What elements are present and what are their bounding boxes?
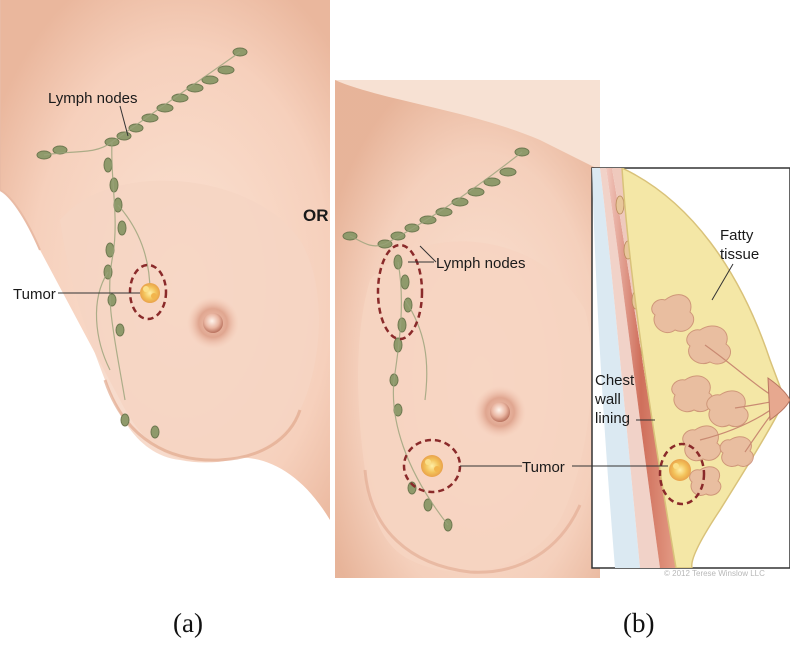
- lymph-nodes-label-middle: Lymph nodes: [436, 255, 526, 272]
- or-label: OR: [303, 206, 329, 225]
- chest-label-line3: lining: [595, 410, 630, 427]
- chest-label-line2: wall: [594, 391, 621, 408]
- fatty-label-line1: Fatty: [720, 227, 754, 244]
- cross-section-inset: Fatty tissue Chest wall lining © 2012 Te…: [572, 168, 790, 578]
- caption-b: (b): [623, 608, 654, 639]
- left-breast-illustration: Lymph nodes Tumor: [0, 0, 330, 520]
- middle-breast-illustration: Lymph nodes Tumor: [335, 80, 600, 578]
- tumor-label-left: Tumor: [13, 286, 56, 303]
- caption-a: (a): [173, 608, 203, 639]
- chest-label-line1: Chest: [595, 372, 635, 389]
- tumor-label-middle: Tumor: [522, 459, 565, 476]
- lymph-nodes-label-left: Lymph nodes: [48, 90, 138, 107]
- credit-text: © 2012 Terese Winslow LLC: [664, 569, 765, 578]
- fatty-label-line2: tissue: [720, 246, 759, 263]
